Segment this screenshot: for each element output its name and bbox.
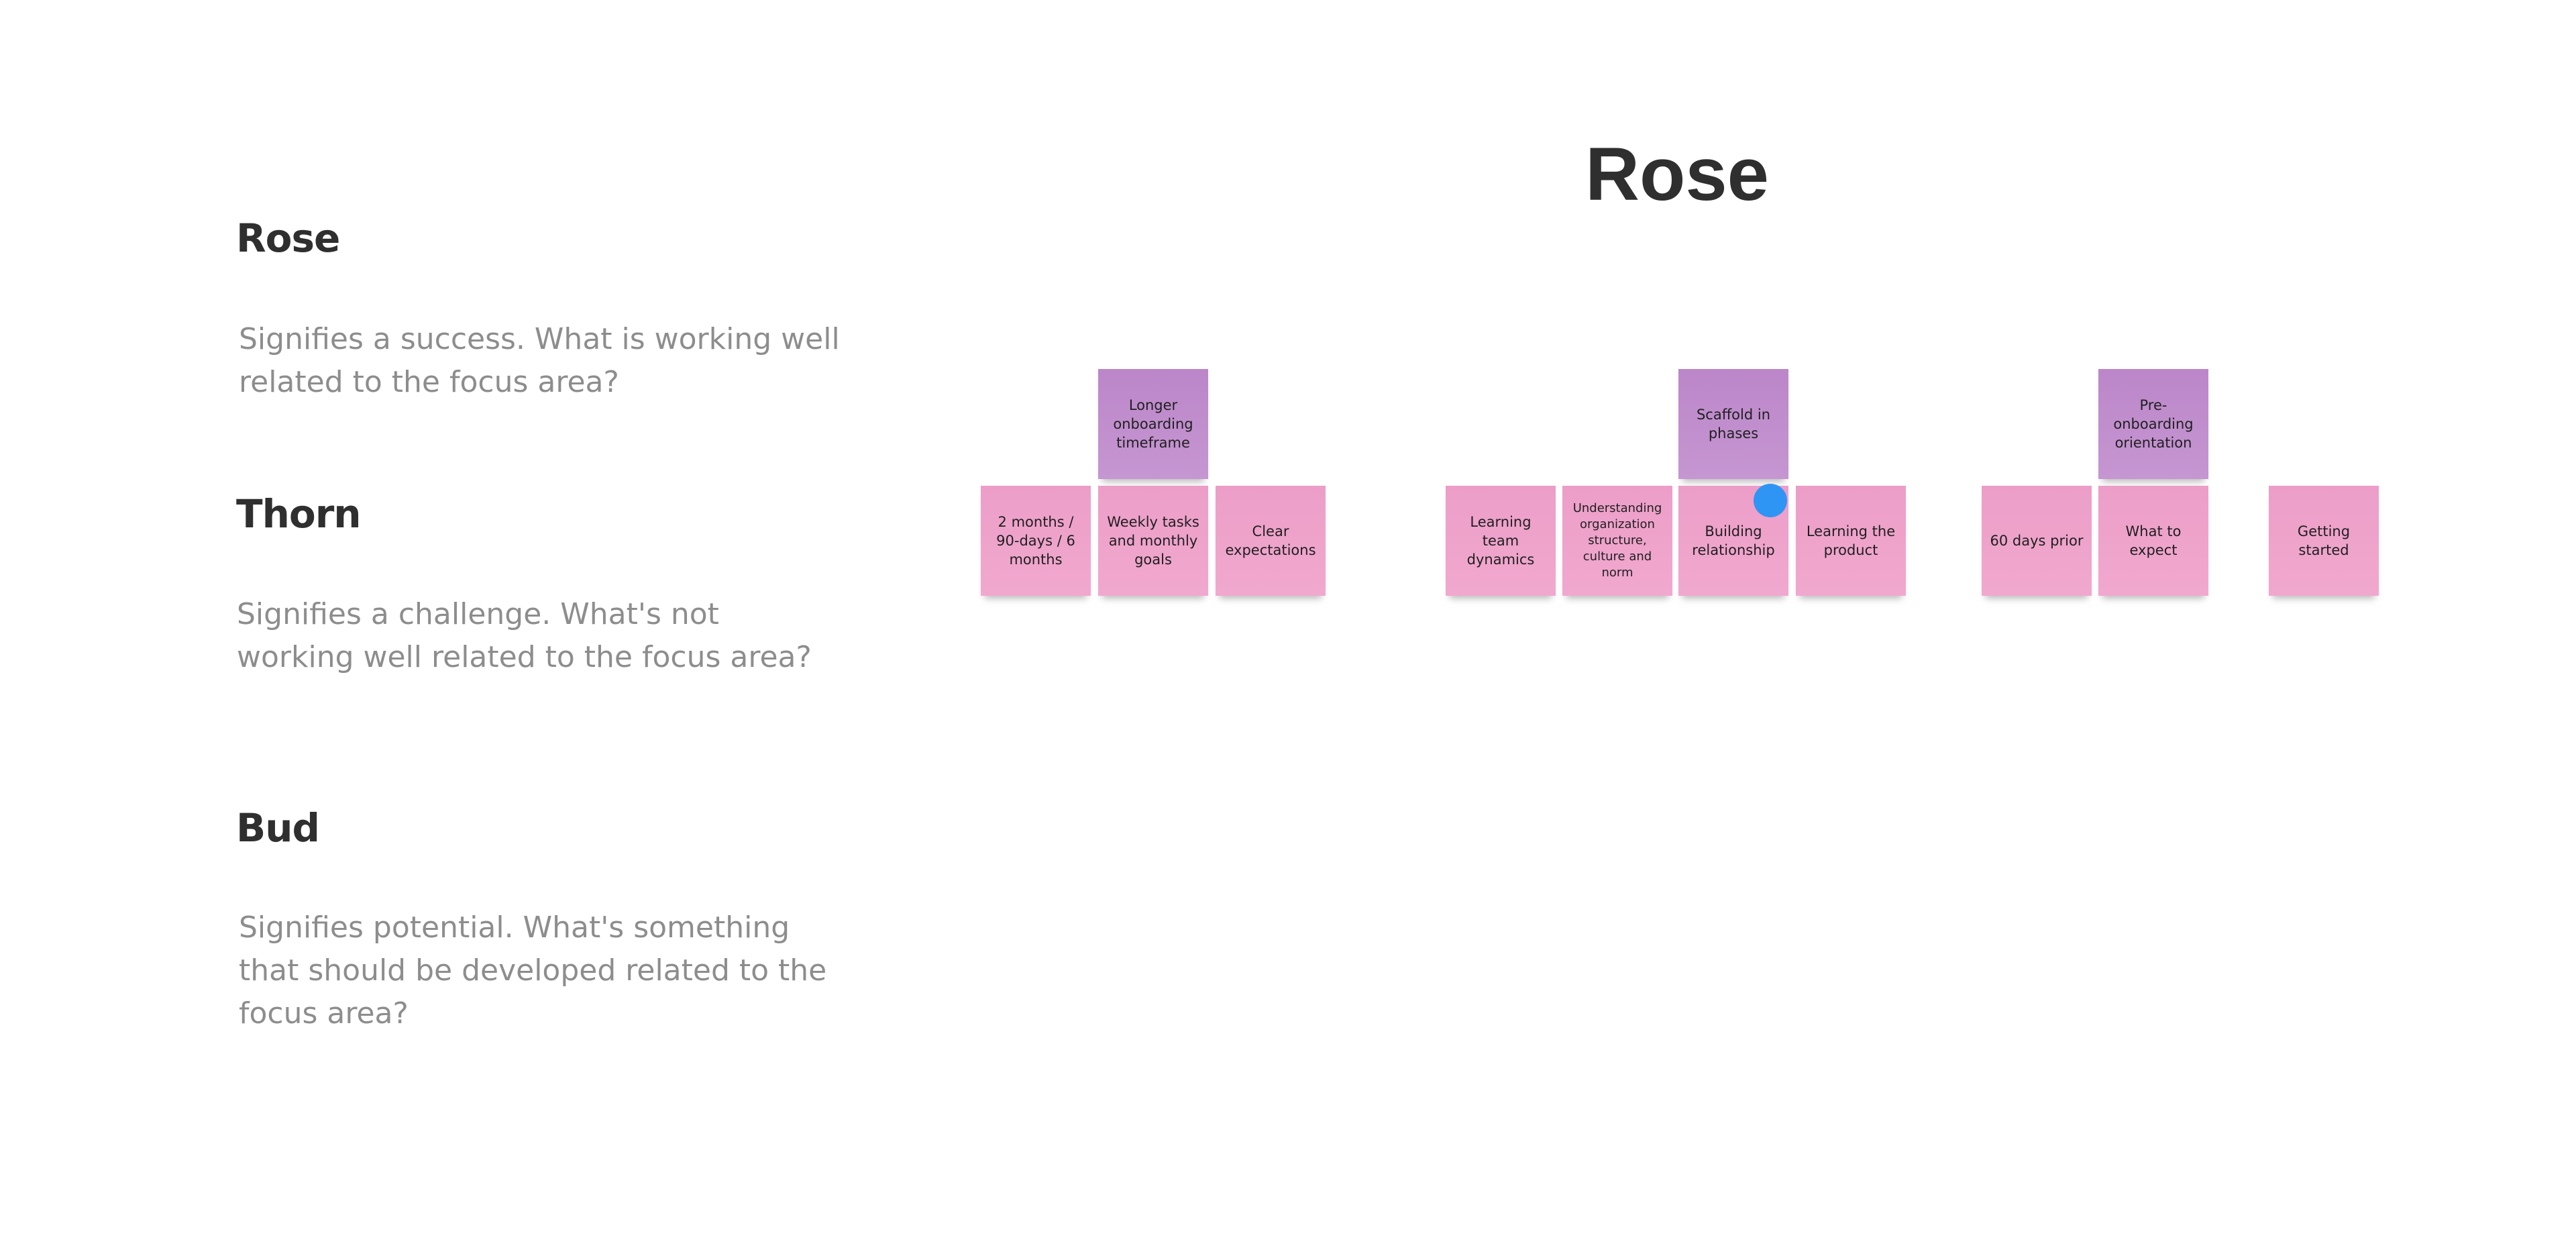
sticky-note[interactable]: Clear expectations	[1216, 486, 1326, 596]
legend-thorn-heading: Thorn	[236, 491, 362, 537]
sticky-note[interactable]: 2 months / 90-days / 6 months	[981, 486, 1091, 596]
collaborator-cursor-icon	[1754, 484, 1787, 517]
sticky-note[interactable]: Learning team dynamics	[1446, 486, 1556, 596]
board-title: Rose	[1585, 132, 1769, 216]
legend-bud-description: Signifies potential. What's something th…	[239, 910, 827, 1031]
legend-bud-heading: Bud	[236, 805, 320, 851]
legend-rose-heading: Rose	[236, 215, 340, 261]
sticky-note[interactable]: Scaffold in phases	[1678, 369, 1788, 479]
legend-rose-description: Signifies a success. What is working wel…	[239, 322, 840, 399]
sticky-note[interactable]: Pre-onboarding orientation	[2098, 369, 2208, 479]
sticky-note[interactable]: Understanding organization structure, cu…	[1562, 486, 1672, 596]
sticky-note[interactable]: Learning the product	[1796, 486, 1906, 596]
sticky-note[interactable]: Longer onboarding timeframe	[1098, 369, 1208, 479]
legend-thorn-description: Signifies a challenge. What's not workin…	[237, 597, 812, 674]
sticky-note[interactable]: 60 days prior	[1982, 486, 2092, 596]
sticky-note[interactable]: Getting started	[2269, 486, 2379, 596]
sticky-note[interactable]: What to expect	[2098, 486, 2208, 596]
sticky-note[interactable]: Weekly tasks and monthly goals	[1098, 486, 1208, 596]
